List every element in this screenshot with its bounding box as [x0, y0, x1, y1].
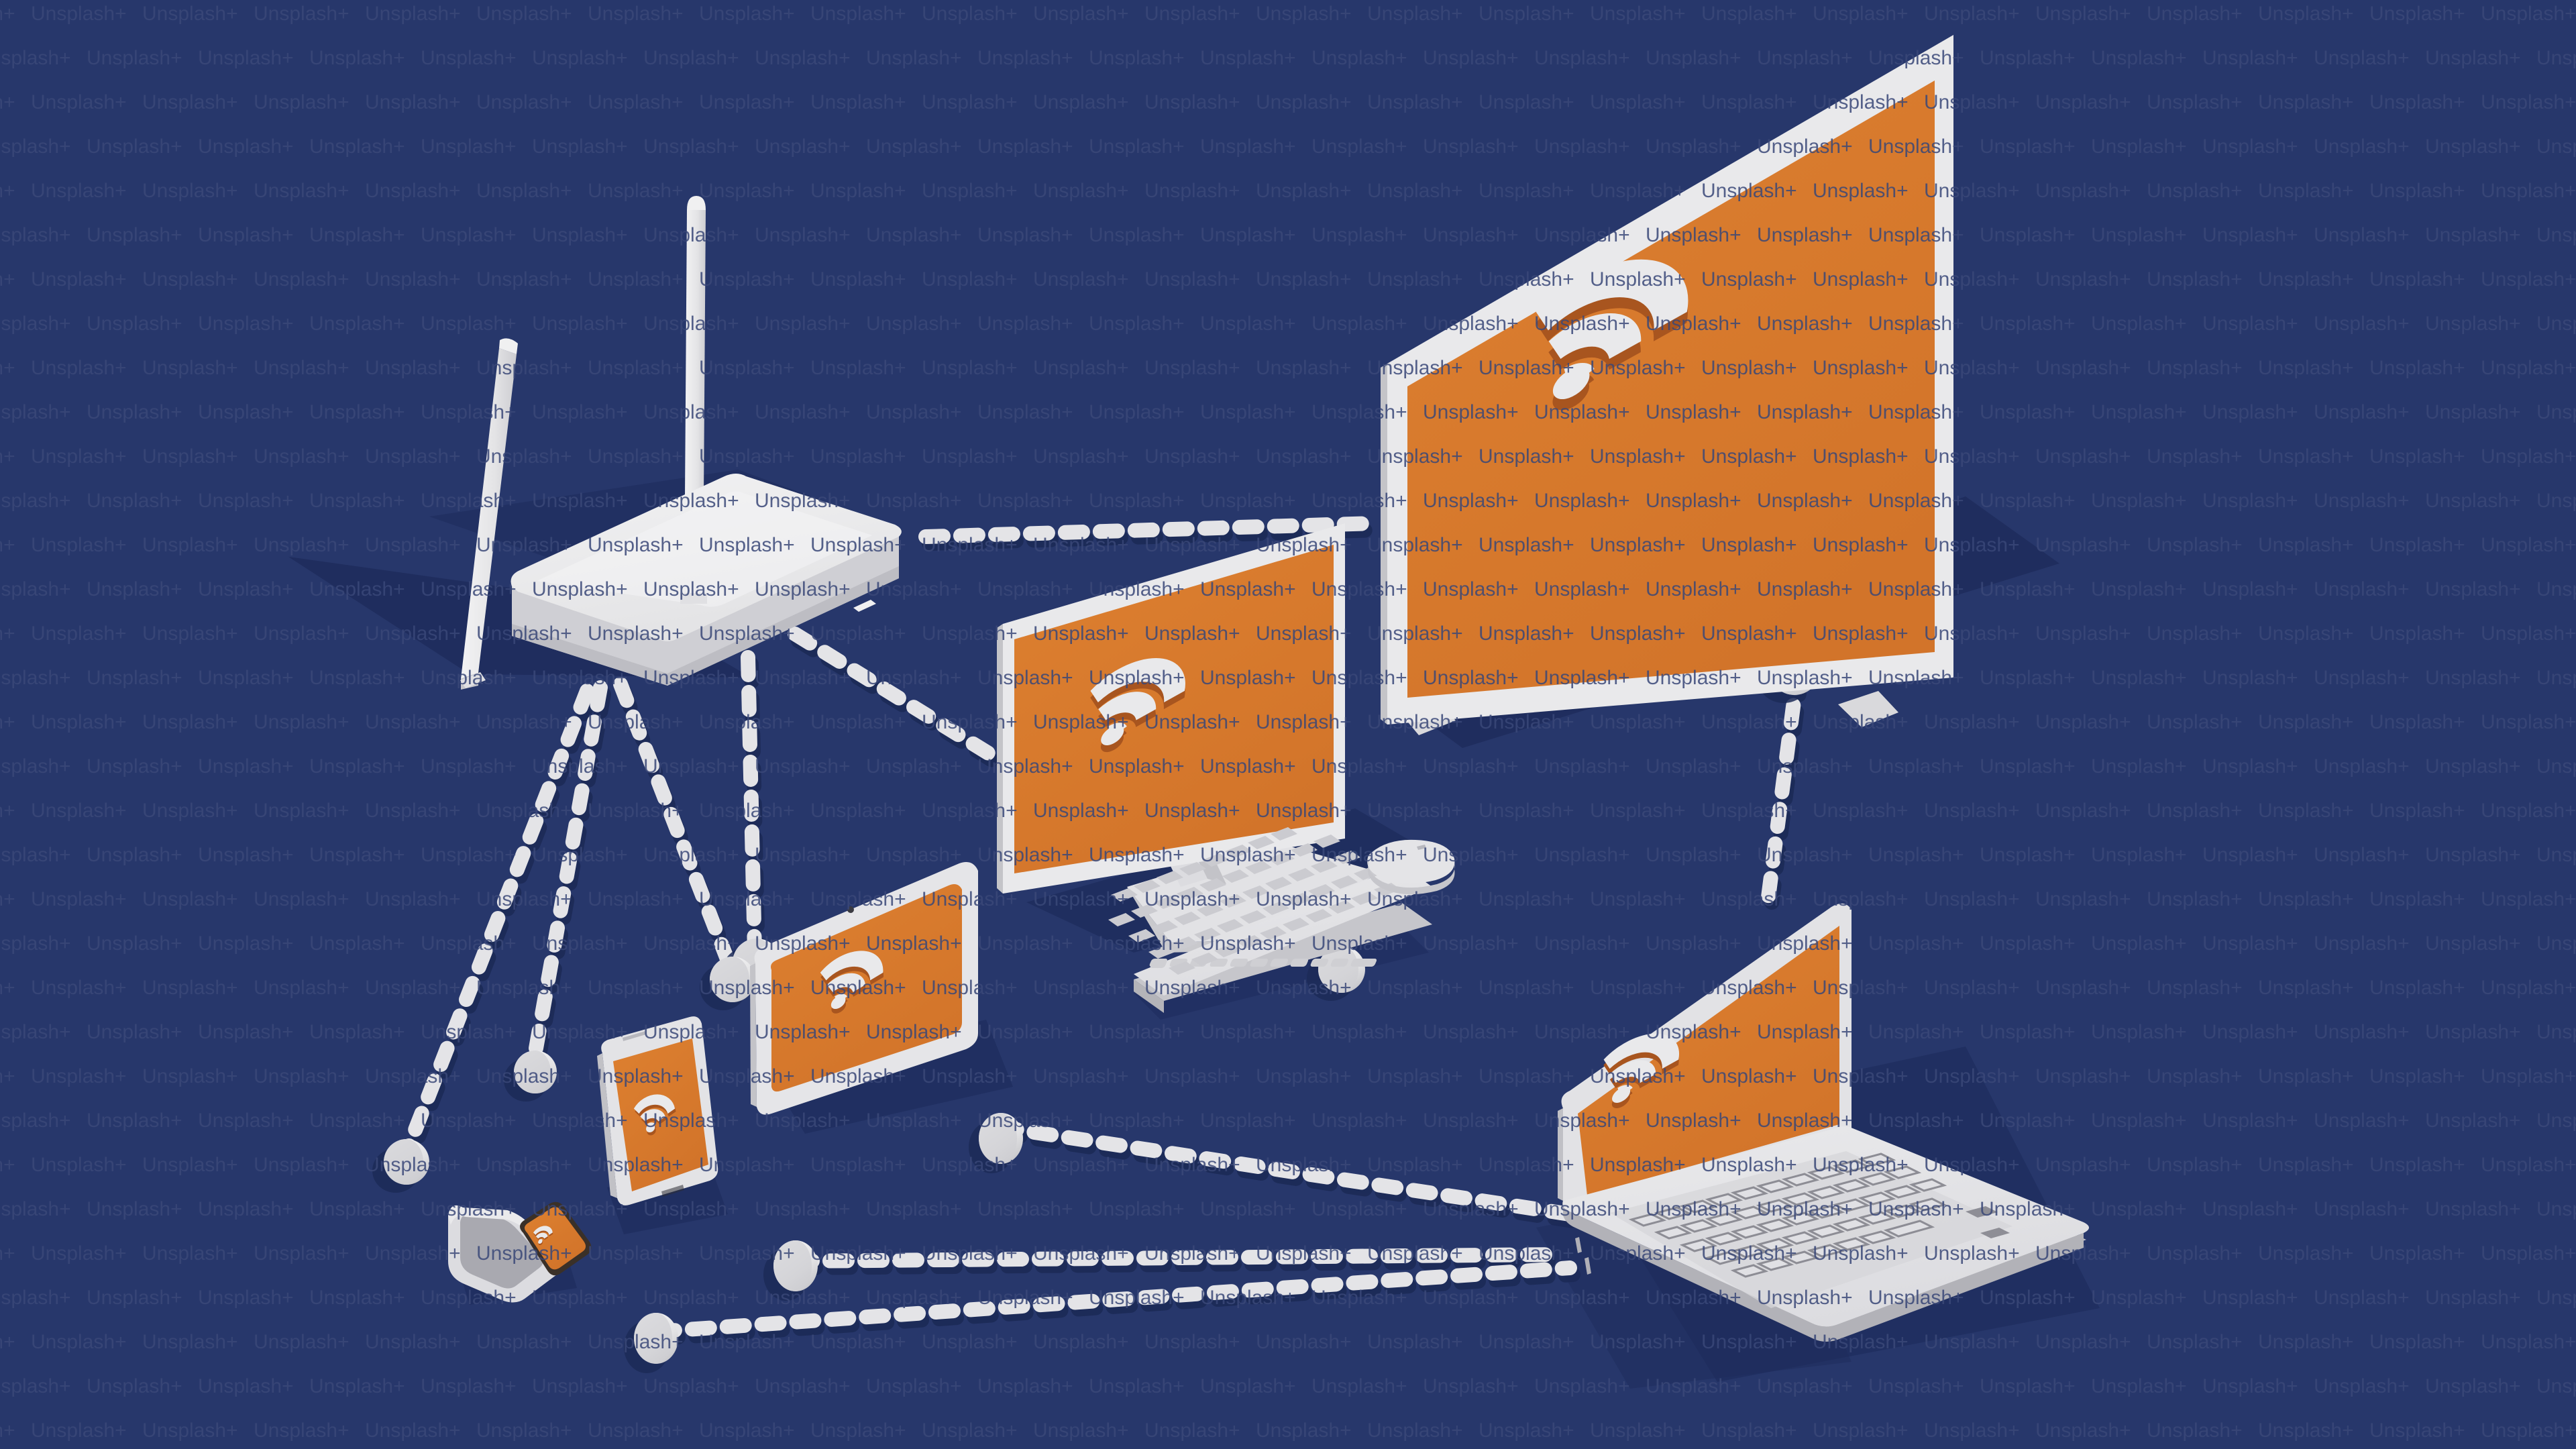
router-front-face-dark — [512, 566, 899, 686]
device-smart-tv[interactable] — [1381, 35, 1953, 735]
router-led — [853, 600, 876, 612]
endpoint-node — [969, 1113, 1023, 1173]
router-antenna-base-left — [460, 672, 486, 688]
device-tablet[interactable] — [750, 862, 978, 1115]
tablet-screen — [771, 884, 962, 1092]
laptop-ports — [1575, 1237, 1591, 1275]
device-laptop[interactable] — [1558, 903, 2089, 1342]
device-smartphone[interactable] — [597, 1016, 718, 1205]
link-router-node-b — [613, 677, 739, 977]
laptop-lid-edge — [1558, 1108, 1563, 1201]
link-router-monitor — [918, 516, 1383, 544]
mouse-side — [1367, 857, 1455, 895]
mouse-scroll — [1417, 845, 1426, 850]
tv-screen — [1407, 80, 1935, 698]
monitor-screen — [1014, 545, 1334, 873]
device-keyboard[interactable] — [1108, 827, 1432, 1013]
device-router[interactable] — [460, 196, 902, 690]
watch-strap-inner — [460, 1215, 543, 1289]
device-mouse[interactable] — [1367, 839, 1455, 895]
endpoint-node — [763, 1240, 818, 1301]
laptop-keys — [1628, 1152, 2010, 1278]
connection-lines — [400, 516, 1809, 1346]
link-router-node-d — [400, 684, 594, 1158]
phone-speaker — [623, 1031, 646, 1041]
link-node-h-laptop — [650, 1260, 1577, 1339]
link-router-tablet — [788, 627, 1004, 765]
tv-bezel-edge-left — [1381, 364, 1387, 724]
endpoint-node — [624, 1313, 678, 1373]
tablet-frame-edge — [750, 963, 757, 1107]
router-front-face — [512, 530, 899, 686]
laptop-screen — [1578, 926, 1839, 1195]
phone-home-indicator — [661, 1185, 684, 1197]
watch-screen — [525, 1207, 586, 1270]
monitor-bezel-edge-left — [997, 624, 1003, 894]
link-tv-node-e — [1760, 663, 1805, 910]
endpoint-node — [372, 1139, 429, 1193]
router-antenna-base-right — [680, 593, 707, 604]
tablet-camera — [847, 906, 854, 913]
endpoint-node — [700, 957, 755, 1010]
link-node-g-laptop — [788, 1247, 1567, 1269]
link-node-f-laptop — [992, 1120, 1577, 1222]
watch-strap-top — [448, 1205, 538, 1242]
link-router-node-c — [526, 680, 608, 1071]
keyboard-keycaps — [1108, 827, 1401, 975]
tv-foot-right — [1838, 691, 1898, 727]
mouse-body — [1367, 839, 1455, 884]
device-smartwatch[interactable] — [448, 1201, 592, 1303]
link-router-node-a — [741, 650, 762, 960]
phone-body-edge — [597, 1053, 617, 1198]
endpoint-node — [504, 1051, 557, 1102]
